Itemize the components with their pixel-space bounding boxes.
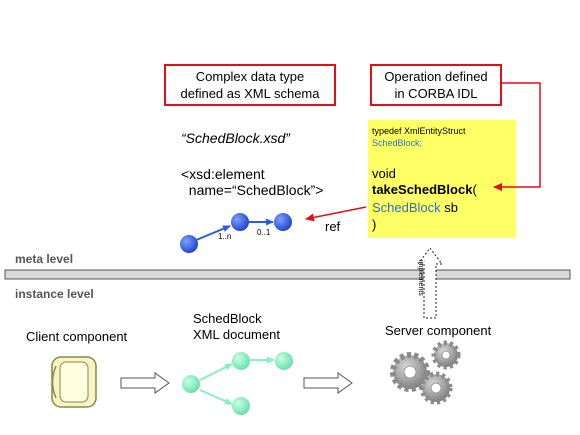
multiplicity-left: 1..n: [218, 232, 232, 241]
schema-node-middle: [231, 213, 249, 231]
client-component-icon: [51, 356, 97, 408]
idl-typedef-line2: SchedBlock;: [372, 138, 423, 148]
idl-param-name: sb: [440, 200, 458, 215]
implements-arrow: [417, 247, 443, 319]
idl-paren-open: (: [472, 182, 477, 197]
doc-node-c: [232, 397, 250, 415]
xsd-element-line1: <xsd:element: [181, 166, 265, 182]
idl-typedef-line1: typedef XmlEntityStruct: [372, 126, 466, 136]
flow-arrow-2: [303, 372, 353, 394]
ref-arrow: [305, 206, 367, 222]
schema-node-leaf: [274, 213, 292, 231]
xml-schema-box-line1: Complex data type: [195, 69, 305, 84]
idl-connector-arrow: [493, 82, 541, 191]
corba-idl-box-line2: in CORBA IDL: [394, 86, 478, 101]
doc-edge-2: [199, 389, 233, 405]
idl-param-type: SchedBlock: [372, 200, 441, 215]
idl-method-line: takeSchedBlock(: [372, 182, 477, 197]
schema-node-root: [180, 235, 198, 253]
doc-edge-1: [199, 363, 233, 381]
client-component-label: Client component: [26, 329, 128, 344]
corba-idl-box-line1: Operation defined: [384, 69, 488, 84]
doc-node-root: [182, 375, 200, 393]
doc-node-b: [275, 352, 293, 370]
server-component-label: Server component: [385, 323, 492, 338]
level-divider-bar: [4, 269, 571, 280]
xml-schema-box: Complex data type defined as XML schema: [164, 64, 336, 106]
instance-level-label: instance level: [15, 287, 94, 301]
xsd-filename: “SchedBlock.xsd”: [181, 130, 290, 146]
xml-schema-box-line2: defined as XML schema: [180, 86, 320, 101]
xml-doc-label-line1: SchedBlock: [193, 311, 262, 326]
doc-node-a: [232, 352, 250, 370]
idl-code-box: typedef XmlEntityStruct SchedBlock; void…: [368, 120, 516, 238]
idl-paren-close: ): [372, 217, 377, 232]
idl-param-line: SchedBlock sb: [372, 200, 458, 215]
xml-doc-label-line2: XML document: [193, 327, 280, 342]
idl-void: void: [372, 166, 396, 181]
meta-level-label: meta level: [15, 252, 74, 266]
idl-method-name: takeSchedBlock: [372, 182, 473, 197]
xsd-element-line2: name=“SchedBlock”>: [181, 182, 324, 198]
flow-arrow-1: [120, 372, 170, 394]
server-gears-icon: [390, 340, 461, 405]
multiplicity-right: 0..1: [257, 228, 271, 237]
implements-label: implements: [417, 260, 424, 296]
ref-label: ref: [325, 219, 341, 234]
corba-idl-box: Operation defined in CORBA IDL: [370, 64, 502, 106]
